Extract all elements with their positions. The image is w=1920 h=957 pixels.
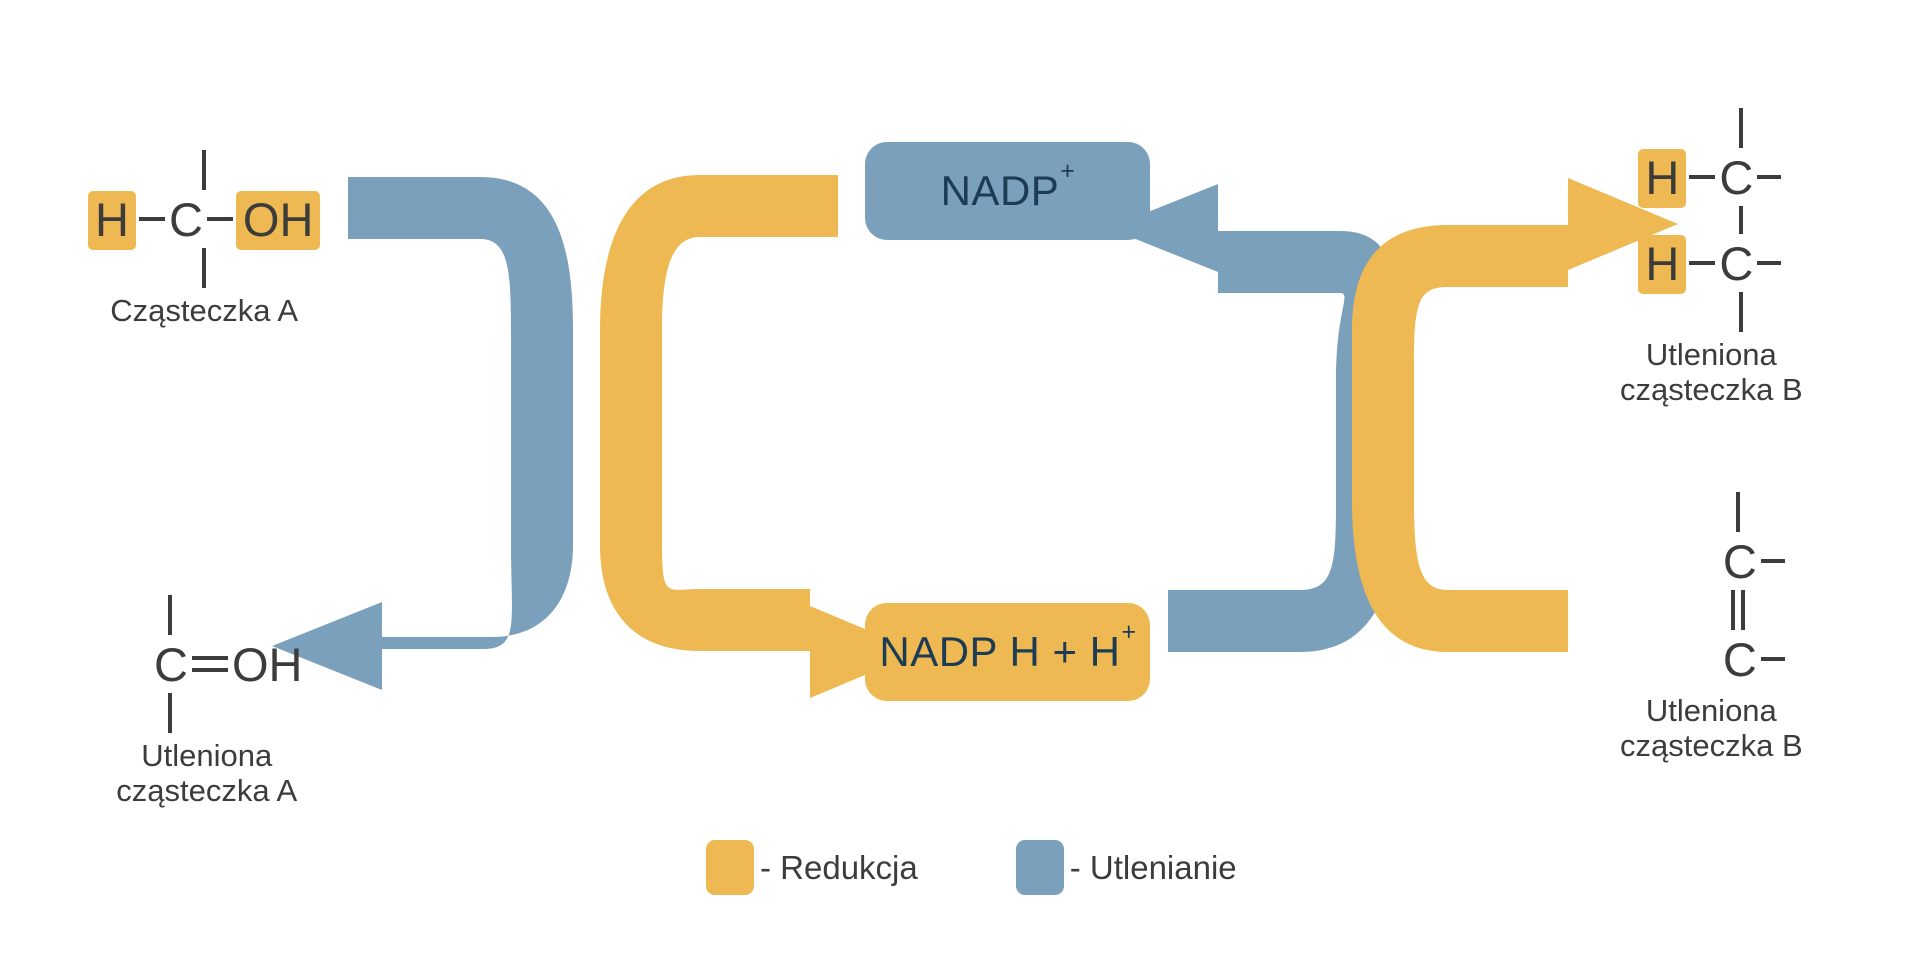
legend-label-oxidation: - Utlenianie — [1069, 848, 1237, 886]
bond-vertical-top — [1739, 108, 1744, 148]
bond-c-oh — [206, 217, 233, 221]
legend: - Redukcja - Utlenianie — [706, 840, 1237, 895]
molecule-b-oxidized-chain-top: C — [1635, 532, 1788, 590]
nadp-plus-superscript: + — [1060, 157, 1076, 185]
molecule-a-reduced-caption: Cząsteczka A — [110, 293, 299, 328]
bond-h-c — [138, 217, 165, 221]
atom-hydrogen-top: H — [1638, 148, 1687, 208]
bond-c-stub-bottom — [1757, 261, 1782, 265]
molecule-b-oxidized-chain-bottom: C — [1635, 630, 1788, 688]
nadph-label: NADP H + H+ — [879, 618, 1137, 676]
atom-carbon-top: C — [1722, 534, 1757, 588]
bond-h-c-bottom — [1689, 261, 1716, 265]
bond-c-stub-bottom — [1760, 657, 1785, 661]
atom-hydroxyl: OH — [231, 637, 303, 691]
atom-hydroxyl: OH — [235, 190, 321, 250]
bond-vertical-middle — [1739, 206, 1744, 234]
bond-c-stub-top — [1757, 175, 1782, 179]
bond-double-c-o — [191, 656, 228, 672]
bond-double-c-c — [1727, 590, 1749, 630]
molecule-b-oxidized: C C Utleniona cząsteczka B — [1620, 492, 1803, 763]
atom-hydrogen-bottom: H — [1638, 234, 1687, 294]
oxidation-swatch — [1015, 840, 1064, 895]
atom-carbon-bottom: C — [1719, 236, 1754, 290]
bond-c-stub-top — [1760, 559, 1785, 563]
molecule-b-oxidized-caption: Utleniona cząsteczka B — [1620, 693, 1803, 763]
bond-vertical-top — [1735, 492, 1740, 532]
bond-vertical-top — [168, 595, 172, 635]
molecule-a-oxidized-structure: C OH — [110, 595, 303, 733]
nadph-box[interactable]: NADP H + H+ — [865, 603, 1150, 701]
legend-item-oxidation[interactable]: - Utlenianie — [1015, 840, 1237, 895]
legend-item-reduction[interactable]: - Redukcja — [706, 840, 918, 895]
nadp-plus-label: NADP+ — [940, 157, 1076, 215]
molecule-a-structure: H C OH — [88, 150, 321, 288]
atom-carbon-bottom: C — [1722, 632, 1757, 686]
bond-vertical-bottom — [168, 693, 172, 733]
molecule-b-reduced-structure: H C H C — [1638, 108, 1784, 332]
atom-hydrogen-left: H — [88, 190, 136, 250]
molecule-b-oxidized-structure: C C — [1635, 492, 1788, 688]
bond-vertical-top — [202, 150, 207, 190]
legend-label-reduction: - Redukcja — [760, 848, 918, 886]
nadph-superscript: + — [1121, 618, 1137, 646]
arrow-left-oxidation — [272, 177, 573, 690]
bond-vertical-bottom — [1739, 292, 1744, 332]
reduction-swatch — [706, 840, 754, 895]
molecule-b-reduced-caption: Utleniona cząsteczka B — [1620, 337, 1803, 407]
bond-vertical-bottom — [202, 248, 207, 288]
bond-h-c-top — [1689, 175, 1716, 179]
atom-carbon: C — [168, 192, 203, 246]
molecule-a-oxidized-chain: C OH — [110, 635, 303, 693]
molecule-b-chain-top: H C — [1638, 148, 1784, 208]
molecule-a-reduced: H C OH Cząsteczka A — [88, 150, 321, 329]
molecule-a-oxidized: C OH Utleniona cząsteczka A — [110, 595, 303, 808]
molecule-b-chain-bottom: H C — [1638, 234, 1784, 294]
arrow-right-reduction — [1352, 178, 1678, 652]
molecule-a-oxidized-caption: Utleniona cząsteczka A — [116, 738, 298, 808]
molecule-a-chain: H C OH — [88, 190, 321, 250]
atom-carbon-top: C — [1719, 150, 1754, 204]
molecule-b-reduced: H C H C Utleniona cząsteczka B — [1620, 108, 1803, 407]
atom-carbon: C — [154, 637, 188, 691]
nadp-plus-box[interactable]: NADP+ — [865, 142, 1150, 240]
